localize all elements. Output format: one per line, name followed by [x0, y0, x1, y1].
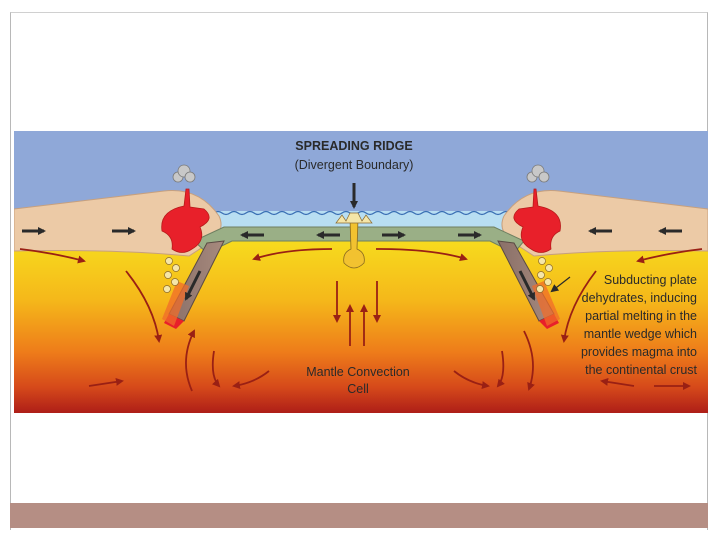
- subduction-note-line: partial melting in the: [585, 309, 697, 323]
- right-volcano-plume: [526, 164, 550, 183]
- mantle-convection-arrows: [19, 248, 703, 392]
- annotation-pointer: [550, 276, 571, 293]
- ridge-crest: [335, 212, 373, 224]
- ridge-title: SPREADING RIDGE: [295, 139, 412, 153]
- left-magma-droplets: [163, 257, 180, 293]
- right-magma-chamber: [513, 188, 561, 253]
- ridge-subtitle: (Divergent Boundary): [295, 158, 414, 172]
- subduction-note-line: Subducting plate: [604, 273, 697, 287]
- ridge-magma-conduit: [343, 218, 365, 269]
- subduction-note-line: mantle wedge which: [584, 327, 697, 341]
- plate-tectonics-diagram: SPREADING RIDGE (Divergent Boundary) Man…: [14, 131, 708, 413]
- subduction-note-line: dehydrates, inducing: [582, 291, 697, 305]
- left-volcano-plume: [172, 164, 196, 183]
- subduction-note-line: provides magma into: [581, 345, 697, 359]
- plate-motion-arrows: [22, 183, 682, 301]
- diagram-canvas: SPREADING RIDGE (Divergent Boundary) Man…: [14, 131, 708, 413]
- subduction-note: Subducting plate dehydrates, inducing pa…: [581, 273, 698, 377]
- water-surface-waves: [213, 210, 519, 216]
- footer-bar: [10, 503, 708, 528]
- right-magma-droplets: [536, 257, 553, 293]
- mantle-label-line2: Cell: [347, 382, 369, 396]
- mantle-label-line1: Mantle Convection: [306, 365, 410, 379]
- subduction-note-line: the continental crust: [585, 363, 697, 377]
- left-magma-chamber: [161, 188, 210, 253]
- mantle: [14, 239, 708, 413]
- left-melt-glow: [162, 281, 189, 326]
